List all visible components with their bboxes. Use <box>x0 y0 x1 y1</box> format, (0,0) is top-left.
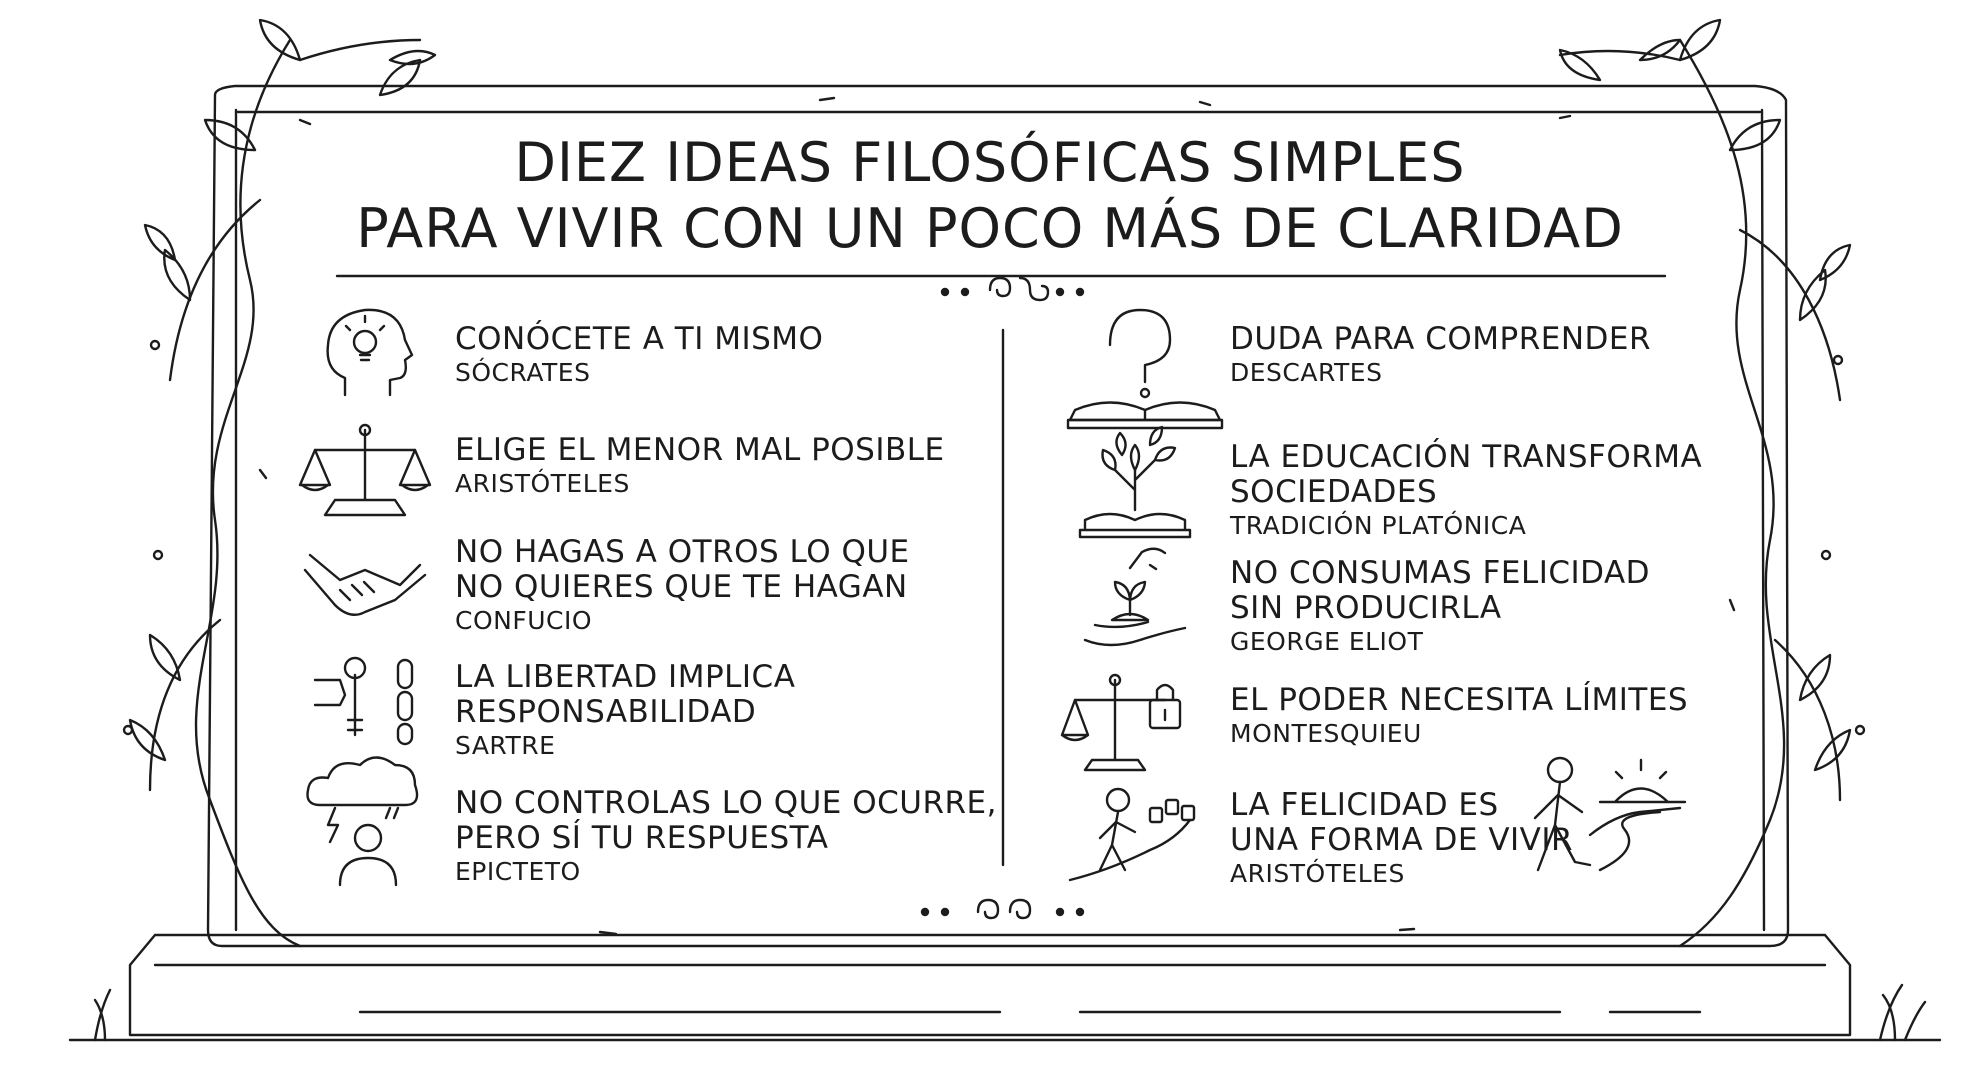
idea-item-8: NO CONSUMAS FELICIDAD SIN PRODUCIRLA GEO… <box>1230 556 1650 658</box>
idea-author: EPICTETO <box>455 857 581 886</box>
key-chain-icon <box>313 656 414 746</box>
idea-text: NO CONSUMAS FELICIDAD <box>1230 555 1651 591</box>
idea-text: LA LIBERTAD IMPLICA <box>455 659 796 695</box>
idea-text: NO QUIERES QUE TE HAGAN <box>455 569 908 605</box>
bottom-ornament <box>920 898 1085 920</box>
idea-author: SÓCRATES <box>455 358 591 387</box>
idea-text: RESPONSABILIDAD <box>455 694 757 730</box>
idea-text: LA EDUCACIÓN TRANSFORMA <box>1230 439 1703 475</box>
balance-scale-icon <box>298 423 432 517</box>
idea-text: CONÓCETE A TI MISMO <box>455 321 824 357</box>
idea-author: CONFUCIO <box>455 606 593 635</box>
pedestal <box>128 933 1852 1037</box>
page-title-line-2: PARA VIVIR CON UN POCO MÁS DE CLARIDAD <box>356 197 1624 260</box>
idea-text: DUDA PARA COMPRENDER <box>1230 321 1652 357</box>
idea-item-3: NO HAGAS A OTROS LO QUE NO QUIERES QUE T… <box>455 535 910 637</box>
stone-slab <box>206 84 1790 948</box>
idea-item-4: LA LIBERTAD IMPLICA RESPONSABILIDAD SART… <box>455 660 795 762</box>
idea-author: SARTRE <box>455 731 556 760</box>
idea-item-10: LA FELICIDAD ES UNA FORMA DE VIVIR ARIST… <box>1230 788 1573 890</box>
head-lightbulb-icon <box>326 308 414 397</box>
idea-text: PERO SÍ TU RESPUESTA <box>455 820 829 856</box>
grass-icon <box>93 983 1927 1042</box>
idea-author: DESCARTES <box>1230 358 1383 387</box>
idea-author: GEORGE ELIOT <box>1230 627 1424 656</box>
walking-person-icon <box>1068 787 1196 882</box>
idea-author: ARISTÓTELES <box>1230 859 1405 888</box>
handshake-icon <box>303 553 427 616</box>
idea-item-7: LA EDUCACIÓN TRANSFORMA SOCIEDADES TRADI… <box>1230 440 1702 542</box>
left-vine <box>122 18 437 948</box>
title-divider <box>335 274 1667 302</box>
idea-item-1: CONÓCETE A TI MISMO SÓCRATES <box>455 322 823 389</box>
scale-lock-icon <box>1060 673 1182 772</box>
idea-text: SOCIEDADES <box>1230 474 1438 510</box>
idea-text: NO CONTROLAS LO QUE OCURRE, <box>455 785 997 821</box>
planting-hand-icon <box>1083 547 1187 647</box>
idea-author: MONTESQUIEU <box>1230 719 1422 748</box>
idea-text: UNA FORMA DE VIVIR <box>1230 822 1574 858</box>
sunrise-path-icon <box>1533 756 1687 872</box>
idea-text: SIN PRODUCIRLA <box>1230 590 1502 626</box>
idea-author: TRADICIÓN PLATÓNICA <box>1230 511 1527 540</box>
idea-text: NO HAGAS A OTROS LO QUE <box>455 534 910 570</box>
idea-author: ARISTÓTELES <box>455 469 630 498</box>
idea-text: LA FELICIDAD ES <box>1230 787 1499 823</box>
page-title-line-1: DIEZ IDEAS FILOSÓFICAS SIMPLES <box>514 131 1466 194</box>
right-vine <box>1558 18 1866 948</box>
question-book-icon <box>1066 308 1224 430</box>
storm-cloud-person-icon <box>306 756 419 887</box>
idea-text: EL PODER NECESITA LÍMITES <box>1230 682 1689 718</box>
tree-book-icon <box>1078 425 1192 539</box>
idea-item-5: NO CONTROLAS LO QUE OCURRE, PERO SÍ TU R… <box>455 786 997 888</box>
idea-item-6: DUDA PARA COMPRENDER DESCARTES <box>1230 322 1651 389</box>
idea-item-9: EL PODER NECESITA LÍMITES MONTESQUIEU <box>1230 683 1688 750</box>
idea-item-2: ELIGE EL MENOR MAL POSIBLE ARISTÓTELES <box>455 433 945 500</box>
idea-text: ELIGE EL MENOR MAL POSIBLE <box>455 432 945 468</box>
